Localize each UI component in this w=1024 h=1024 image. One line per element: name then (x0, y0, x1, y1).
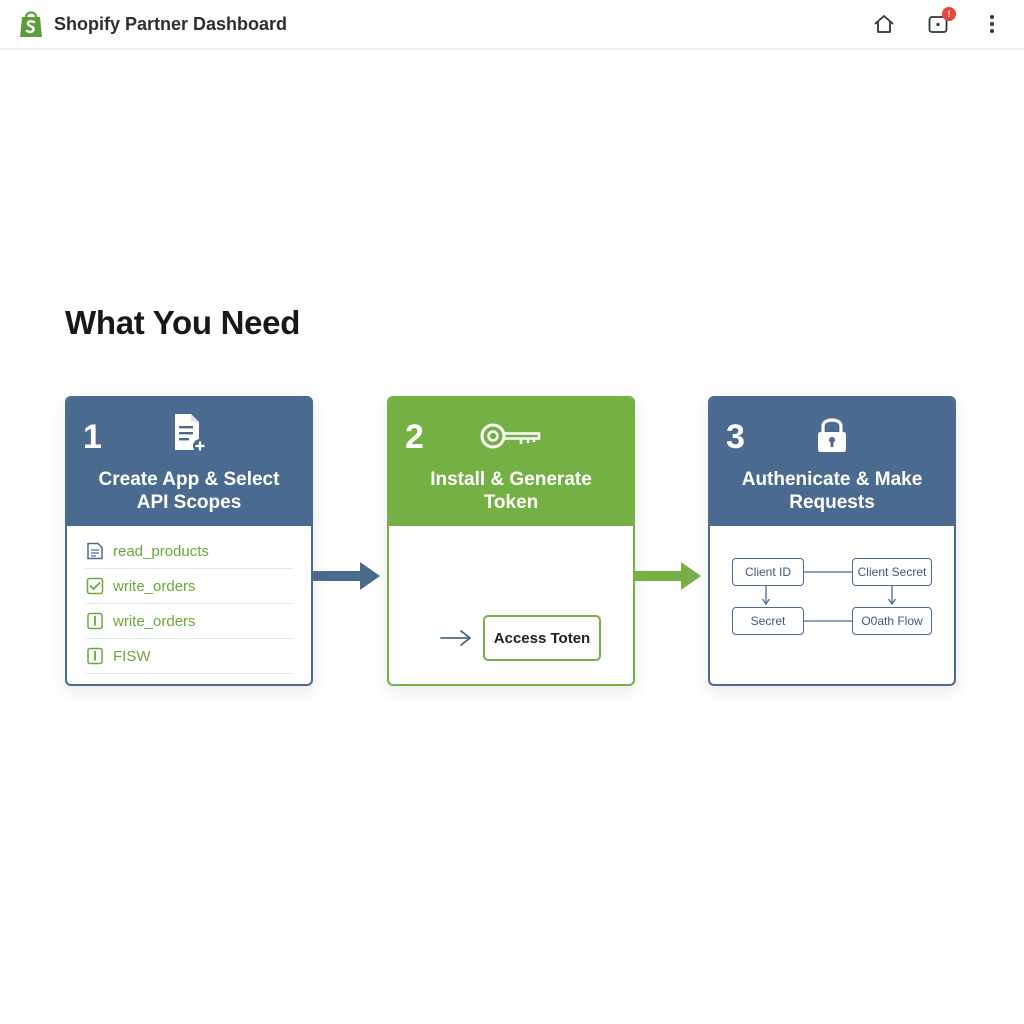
flow-connectors (761, 571, 897, 622)
access-token-box[interactable]: Access Toten (483, 615, 601, 661)
card-header: 2 Install & Generate Token (389, 398, 633, 526)
top-actions: ! (870, 7, 1006, 38)
app-title: Shopify Partner Dashboard (54, 13, 288, 34)
token-row: Access Toten (439, 615, 601, 661)
notification-badge: ! (942, 7, 956, 21)
top-bar: Shopify Partner Dashboard ! (0, 0, 1024, 48)
card-header: 1 Create App & Select API Scopes (67, 398, 311, 526)
notifications-button[interactable]: ! (924, 7, 956, 38)
more-vertical-icon (990, 15, 994, 33)
info-box-icon (87, 612, 103, 630)
info-box-icon (87, 647, 103, 665)
lock-icon (818, 418, 846, 452)
document-add-icon (175, 414, 207, 453)
client-secret-node[interactable]: Client Secret (852, 558, 932, 586)
step-number: 1 (83, 418, 102, 456)
client-id-node[interactable]: Client ID (732, 558, 804, 586)
home-icon (874, 15, 894, 33)
scope-label: FISW (113, 647, 151, 665)
more-menu-button[interactable] (978, 10, 1006, 38)
scope-list: read_products write_orders write_orders (67, 526, 311, 674)
card-title: Create App & Select API Scopes (98, 469, 280, 513)
checkbox-check-icon (86, 577, 104, 595)
arrow-right-icon (312, 562, 380, 590)
scope-label: write_orders (113, 577, 196, 595)
scope-item-write-orders[interactable]: write_orders (85, 569, 293, 604)
key-icon (480, 423, 541, 449)
card-header: 3 Authenicate & Make Requests (710, 398, 954, 526)
oauth-flow-node[interactable]: O0ath Flow (852, 607, 932, 635)
scope-label: write_orders (113, 612, 196, 630)
document-lines-icon (87, 542, 103, 560)
step-number: 3 (726, 418, 745, 456)
scope-item-write-orders-2[interactable]: write_orders (85, 604, 293, 639)
secret-node[interactable]: Secret (732, 607, 804, 635)
step-card-create-app: 1 Create App & Select API Scopes read_pr… (65, 396, 313, 686)
scope-item-read-products[interactable]: read_products (85, 534, 293, 569)
shopify-bag-icon (20, 11, 42, 37)
arrow-right-thin-icon (440, 630, 471, 646)
card-title: Authenicate & Make Requests (741, 469, 923, 513)
brand[interactable]: Shopify Partner Dashboard (18, 9, 287, 39)
step-card-install-token: 2 Install & Generate Token Access Toten (387, 396, 635, 686)
scope-item-fisw[interactable]: FISW (85, 639, 293, 674)
step-number: 2 (405, 418, 424, 456)
inbox-notification-icon (928, 16, 948, 33)
page-title: What You Need (65, 304, 301, 341)
home-button[interactable] (870, 10, 898, 38)
arrow-right-icon (633, 562, 701, 590)
scope-label: read_products (113, 542, 209, 560)
auth-flow-diagram: Client ID Client Secret Secret O0ath Flo… (710, 526, 954, 684)
step-card-authenticate: 3 Authenicate & Make Requests Client ID … (708, 396, 956, 686)
card-title: Install & Generate Token (430, 469, 592, 513)
